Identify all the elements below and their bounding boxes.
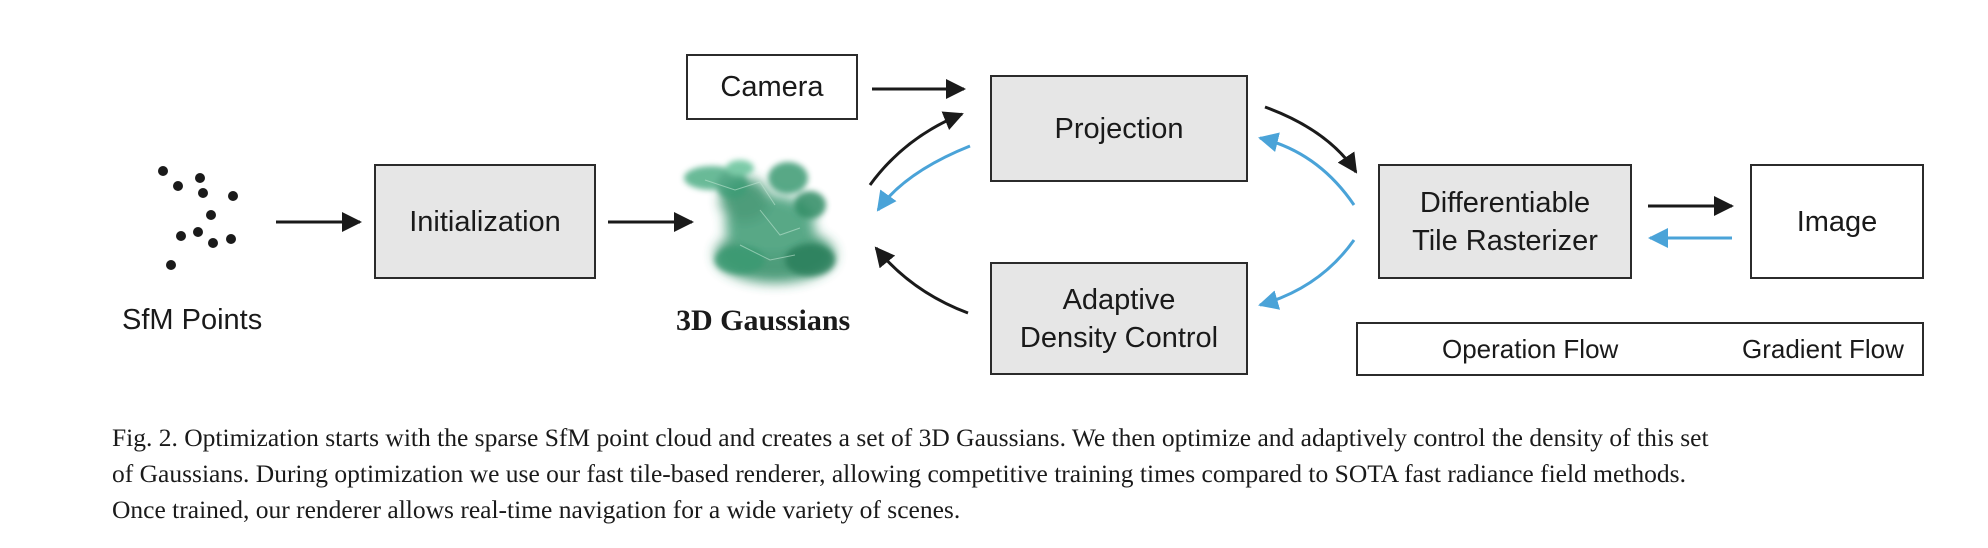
caption-line-3: Once trained, our renderer allows real-t… xyxy=(112,495,961,524)
initialization-box: Initialization xyxy=(374,164,596,279)
gradient-arrows xyxy=(876,132,1732,310)
tile-rasterizer-box: Differentiable Tile Rasterizer xyxy=(1378,164,1632,279)
camera-label: Camera xyxy=(720,71,824,103)
legend-gradient-flow: Gradient Flow xyxy=(1742,334,1904,364)
adaptive-density-control-label: Adaptive Density Control xyxy=(1019,283,1219,354)
projection-box: Projection xyxy=(990,75,1248,182)
image-label: Image xyxy=(1796,205,1878,238)
caption-line-2: of Gaussians. During optimization we use… xyxy=(112,459,1686,488)
sfm-points-label: SfM Points xyxy=(122,304,263,336)
figure-caption: Fig. 2. Optimization starts with the spa… xyxy=(112,420,1942,528)
image-box: Image xyxy=(1750,164,1924,279)
initialization-label: Initialization xyxy=(409,205,561,238)
legend-operation-flow: Operation Flow xyxy=(1442,334,1619,364)
caption-line-1: Fig. 2. Optimization starts with the spa… xyxy=(112,423,1709,452)
sfm-points-icon xyxy=(158,166,238,270)
gaussians-blob-icon xyxy=(684,160,835,283)
tile-rasterizer-label: Differentiable Tile Rasterizer xyxy=(1412,186,1598,257)
camera-box: Camera xyxy=(686,54,858,120)
projection-label: Projection xyxy=(1054,112,1184,145)
operation-arrows xyxy=(276,79,1734,315)
gaussians-label: 3D Gaussians xyxy=(676,304,851,337)
legend-box xyxy=(1356,322,1924,376)
adaptive-density-control-box: Adaptive Density Control xyxy=(990,262,1248,375)
